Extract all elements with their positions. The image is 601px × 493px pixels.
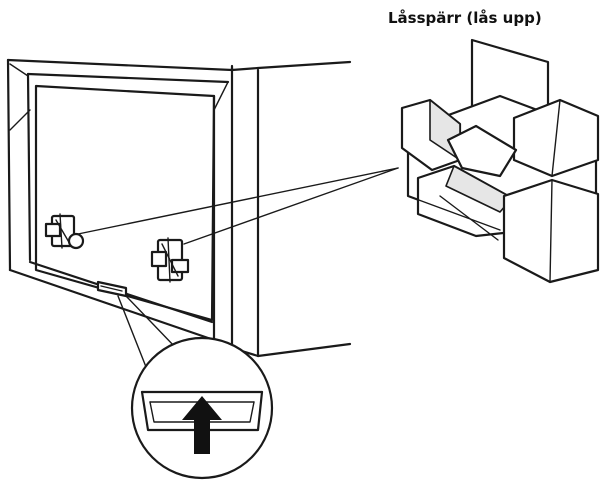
latch-middle-notch [446, 124, 518, 178]
release-slot [96, 280, 128, 298]
latch-left-knob [67, 232, 85, 250]
magnified-detail [130, 336, 274, 480]
release-slot-inner [100, 285, 123, 292]
latch-right-tab [150, 250, 168, 268]
magnifier-leaders [117, 295, 177, 373]
small-latch-right [150, 237, 190, 283]
latch-detail-line-2 [439, 195, 499, 241]
frame-inner-top [26, 72, 230, 84]
leader-line-right-latch [183, 167, 399, 245]
latch-right-knob [170, 258, 190, 274]
right-post-inner [212, 94, 234, 350]
leader-line-left-latch [77, 167, 399, 235]
cabinet-top-edge [6, 58, 234, 72]
frame-corner-tr [213, 81, 229, 111]
bottom-ledge-front [8, 268, 216, 342]
side-wall-top [230, 60, 352, 72]
magnifier-leader-left [117, 295, 149, 373]
latch-right-detail2 [167, 237, 171, 283]
latch-right-lower-edge [549, 179, 553, 283]
latch-left-detail [55, 219, 71, 245]
small-latch-left [44, 213, 85, 250]
latch-right-detail [161, 243, 179, 277]
cabinet-housing [6, 58, 352, 358]
latch-left-detail2 [59, 213, 63, 249]
magnifier-leader-right [125, 295, 177, 349]
callout-label-lock-latch: Låsspärr (lås upp) [388, 9, 542, 27]
side-wall-bottom [256, 342, 352, 358]
latch-detail-line-1 [407, 195, 501, 231]
inner-back-wall [34, 84, 216, 322]
latch-right-top-edge [551, 99, 561, 177]
frame-corner-tl [9, 63, 29, 77]
latch-left-tab [44, 222, 62, 238]
latch-detail-callout [400, 38, 600, 284]
frame-inner-left [26, 72, 32, 262]
cabinet-left-outer [6, 58, 12, 272]
latch-lower-lever-top [445, 165, 513, 213]
frame-bevel-left [9, 109, 31, 131]
up-arrow-icon [182, 396, 222, 454]
leader-lines [77, 167, 399, 245]
